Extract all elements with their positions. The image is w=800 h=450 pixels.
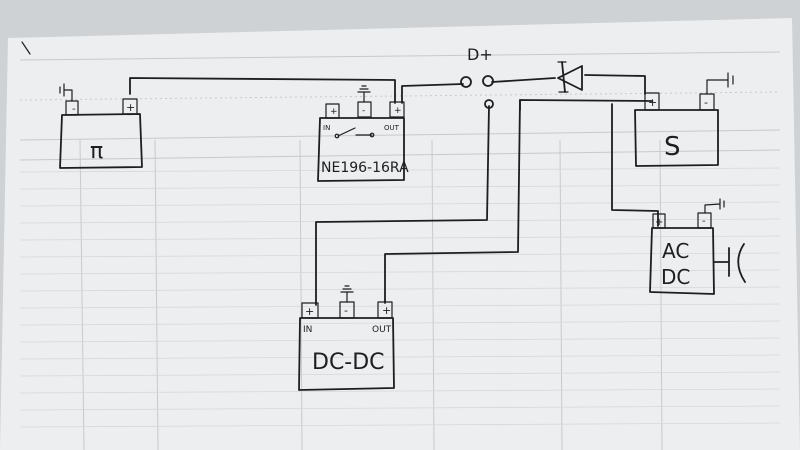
- terminal-icon: [325, 103, 340, 119]
- background-row-line: [19, 371, 781, 377]
- background-row-line: [19, 235, 781, 241]
- minus-label: -: [362, 106, 365, 116]
- terminal-icon: [644, 92, 660, 111]
- plus-label: +: [305, 305, 314, 318]
- battery-main-label: π: [90, 139, 103, 164]
- battery-main: - + π: [59, 83, 143, 169]
- terminal-icon: [389, 101, 405, 118]
- out-label: OUT: [384, 124, 400, 132]
- wire-dplus-to-dcdc: [315, 105, 490, 306]
- dc-dc-converter: + - + IN OUT DC-DC: [298, 285, 395, 391]
- battery-s: + - S: [634, 72, 734, 167]
- plus-label: +: [648, 96, 657, 109]
- ground-icon: [59, 83, 73, 102]
- diode-icon: [557, 61, 583, 93]
- plus-label: +: [330, 107, 338, 117]
- background-row-line: [19, 337, 781, 343]
- dplus-terminal-icon: [482, 75, 494, 87]
- background-row-line: [19, 388, 781, 394]
- dplus-terminal-icon: [460, 76, 472, 88]
- wire-ne-to-dplus: [401, 83, 464, 104]
- background-row-line: [19, 354, 781, 360]
- background-row-line: [19, 422, 781, 428]
- terminal-icon: [301, 302, 319, 319]
- wire-s-to-dcdc-out: [384, 99, 521, 304]
- ground-icon: [706, 72, 734, 95]
- background-row-line: [19, 303, 781, 309]
- wires: [129, 74, 659, 306]
- wire-s-to-ac: [611, 103, 659, 227]
- background-row-line: [19, 286, 781, 292]
- in-label: IN: [303, 325, 312, 335]
- battery-s-label: S: [664, 132, 681, 162]
- background-row-line: [19, 405, 781, 411]
- ac-dc-converter: + - AC DC: [649, 198, 746, 295]
- dplus-label: D+: [467, 45, 493, 64]
- minus-label: -: [72, 104, 76, 115]
- capacitor-icon: [713, 243, 746, 283]
- terminal-icon: [122, 98, 138, 115]
- plus-label: +: [382, 304, 391, 317]
- dcdc-label: DC-DC: [312, 350, 385, 375]
- in-label: IN: [323, 124, 330, 132]
- ne-box-label: NE196-16RA: [321, 160, 409, 176]
- plus-label: +: [394, 106, 402, 116]
- wire-diode-to-s: [584, 74, 646, 95]
- ground-icon: [704, 198, 725, 214]
- dplus-terminal: D+: [460, 45, 494, 109]
- terminal-icon: [377, 301, 393, 319]
- plus-label: +: [655, 217, 663, 228]
- ac-label: AC: [662, 239, 689, 263]
- background-row-line: [19, 320, 781, 326]
- wire-main-to-ne: [129, 77, 396, 104]
- background-row-line: [19, 269, 781, 275]
- background-row-line: [19, 184, 781, 190]
- minus-label: -: [704, 96, 708, 109]
- switch-icon: [337, 127, 373, 137]
- background-row-line: [19, 252, 781, 258]
- paper-sheet: [0, 18, 800, 450]
- out-label: OUT: [372, 325, 392, 335]
- dc-label: DC: [661, 265, 690, 289]
- ground-icon: [340, 285, 354, 303]
- background-row-line: [19, 167, 781, 173]
- wire-dplus-to-diode: [491, 77, 556, 83]
- plus-label: +: [126, 101, 135, 114]
- minus-label: -: [702, 216, 706, 227]
- pen-mark: [21, 41, 31, 55]
- terminal-icon: [652, 213, 666, 229]
- dplus-terminal-icon: [484, 99, 494, 109]
- ne-relay-box: + - + IN OUT NE196-16RA: [317, 85, 409, 182]
- minus-label: -: [344, 304, 348, 317]
- background-row-line: [19, 201, 781, 207]
- ground-icon: [357, 85, 371, 103]
